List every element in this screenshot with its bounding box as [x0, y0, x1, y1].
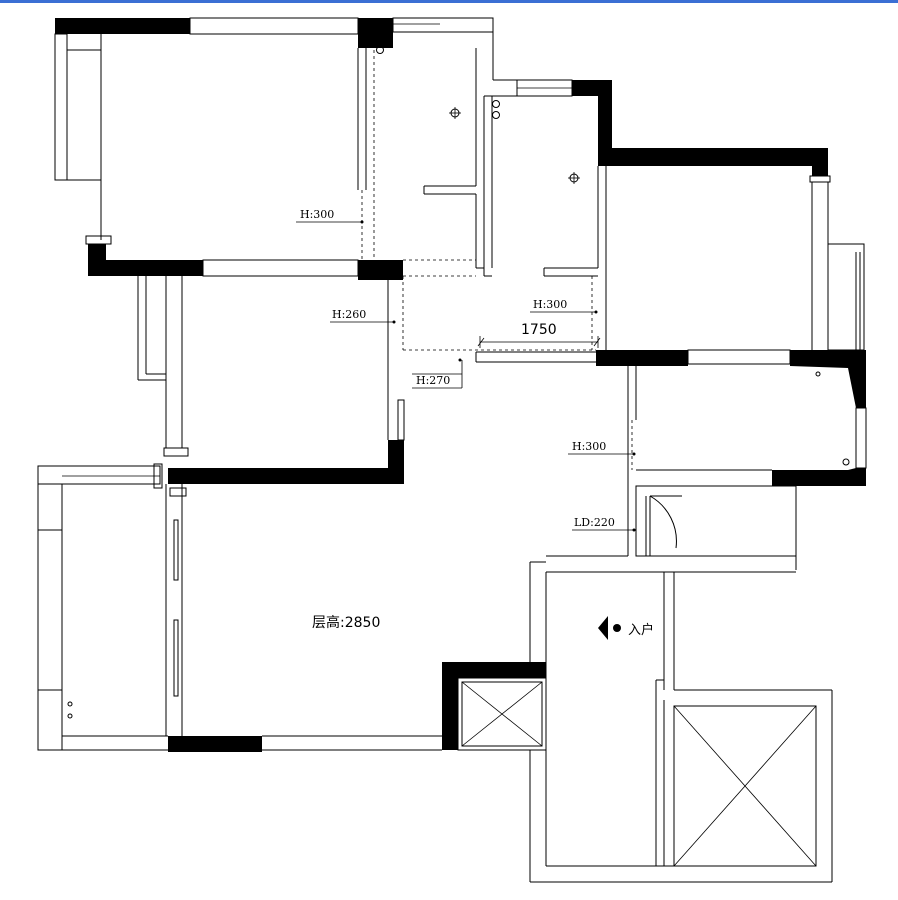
sliding-door	[173, 619, 179, 697]
fixture-icon	[376, 36, 384, 44]
wall-end	[809, 175, 831, 183]
ceiling-light-icon	[568, 172, 580, 184]
ceiling-height-label: H:270	[416, 374, 450, 387]
fixture-icon	[67, 713, 73, 719]
marker	[392, 320, 396, 324]
wall	[168, 736, 262, 752]
room-2: H:260	[137, 276, 405, 484]
entrance-arrow-icon	[598, 616, 621, 640]
bay-window	[827, 243, 865, 351]
fixture-icon	[67, 701, 73, 707]
entrance-label: 入户	[628, 622, 654, 638]
ceiling-height-label: H:260	[332, 308, 366, 321]
door-height-label: LD:220	[574, 516, 615, 529]
balcony-rail	[37, 465, 161, 485]
wall	[442, 662, 546, 750]
wall	[358, 260, 403, 280]
stair-shaft-icon	[673, 705, 817, 867]
bedroom-1: H:300	[54, 17, 494, 280]
dimension-line	[477, 336, 601, 348]
marker	[632, 452, 636, 456]
wall	[596, 350, 688, 366]
shaft-x	[461, 681, 543, 747]
wall	[358, 18, 393, 48]
ceiling-height-label: H:300	[300, 208, 334, 221]
wall-end	[163, 447, 189, 457]
elevator-shaft-icon	[442, 662, 547, 751]
marker	[360, 220, 364, 224]
ceiling-light-icon	[449, 107, 461, 119]
wall-end	[85, 235, 112, 245]
balcony	[37, 463, 187, 751]
balcony-post	[37, 483, 63, 531]
window	[202, 259, 359, 277]
wall	[55, 18, 190, 34]
balcony-post	[37, 689, 63, 751]
marker	[458, 358, 462, 362]
door-frame	[397, 399, 405, 441]
ceiling-height-label: H:300	[533, 298, 567, 311]
fixture-icon	[492, 111, 500, 119]
sliding-door	[173, 519, 179, 581]
top-accent-bar	[0, 0, 898, 3]
wall	[812, 148, 828, 176]
window	[392, 17, 494, 33]
wall-end	[169, 487, 187, 497]
wall	[790, 350, 866, 408]
entrance-door[interactable]: LD:220	[572, 485, 797, 570]
fixture-icon	[842, 458, 850, 466]
entrance-hall: 入户	[529, 571, 833, 883]
bathroom-2	[483, 79, 828, 350]
door-swing	[649, 495, 677, 549]
bedroom-3: H:300	[568, 366, 867, 556]
window	[687, 349, 791, 365]
floor-height-label: 层高:2850	[312, 614, 380, 631]
marker	[594, 310, 598, 314]
column	[153, 463, 163, 489]
marker	[632, 528, 636, 532]
fixture-icon	[492, 100, 500, 108]
fixture-icon	[376, 46, 384, 54]
wall	[572, 80, 828, 166]
window	[189, 17, 359, 35]
wall	[168, 440, 404, 484]
bay-window	[66, 49, 102, 181]
shaft-inner	[461, 681, 543, 747]
bathroom-1	[373, 32, 517, 269]
living-room: 层高:2850	[168, 555, 628, 752]
window	[855, 407, 867, 469]
bay-window	[54, 33, 68, 181]
ceiling-height-label: H:300	[572, 440, 606, 453]
bedroom-2	[596, 148, 866, 408]
corridor: H:300 1750 H:270	[402, 259, 601, 389]
fixture-icon	[815, 371, 821, 377]
wall	[772, 468, 866, 486]
dimension-label: 1750	[521, 322, 557, 338]
wall	[88, 260, 203, 276]
